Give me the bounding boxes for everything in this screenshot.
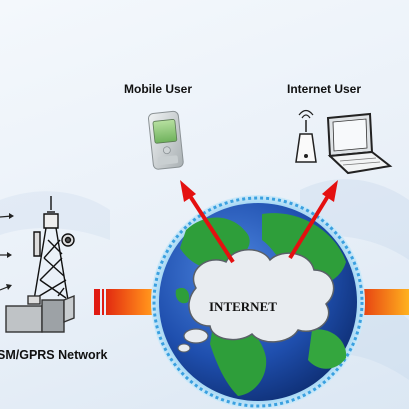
internet-cloud: INTERNET (177, 249, 335, 353)
internet-user-label: Internet User (287, 82, 362, 96)
cell-tower-icon (5, 196, 75, 333)
laptop-icon (326, 112, 393, 175)
mobile-user-label: Mobile User (124, 82, 193, 96)
gsm-gprs-network-label: SM/GPRS Network (0, 348, 108, 362)
signal-arrows (0, 213, 14, 291)
arrow-to-mobile-user (180, 180, 235, 264)
arrow-to-internet-user (288, 180, 338, 260)
internet-label: INTERNET (209, 299, 277, 314)
wireless-router-icon (295, 109, 317, 163)
mobile-phone-icon (147, 110, 184, 170)
